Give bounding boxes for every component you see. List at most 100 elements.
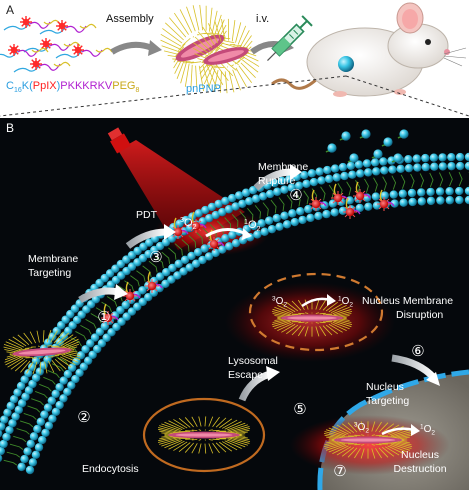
singlet-oxygen-cytoplasm: 1O2 xyxy=(338,296,353,309)
released-fragment xyxy=(397,129,409,139)
process-arrows xyxy=(78,164,440,402)
ppix-particle xyxy=(145,271,163,293)
tumor-site xyxy=(338,56,354,72)
formula-c-sub: 16 xyxy=(14,87,22,94)
nucleus-membrane-label: Disruption xyxy=(396,309,443,321)
singlet-oxygen-pdt: 1O2 xyxy=(244,218,261,233)
step-4-label: Membrane xyxy=(258,161,308,173)
monomer xyxy=(13,58,71,73)
nucleus-membrane-label: Nucleus Membrane xyxy=(362,295,453,307)
arrow-step-1 xyxy=(78,287,119,304)
disk-approaching xyxy=(3,330,81,374)
nanoparticle-disk xyxy=(192,18,260,94)
monomer-formula: C16K(PpIX)PKKKRKVPEG8 xyxy=(6,80,139,94)
formula-peg-sub: 8 xyxy=(135,87,139,94)
arrow-step-3 xyxy=(125,228,167,249)
formula-peptide: PKKKRKV xyxy=(60,80,113,92)
ppix-particle xyxy=(123,281,141,303)
panel-a-letter: A xyxy=(6,3,14,17)
triplet-oxygen-nucleus: 3O2 xyxy=(354,422,369,435)
disk-in-lysosome xyxy=(158,416,251,454)
formula-ppix: PpIX xyxy=(33,80,58,92)
step-6-label: Nucleus xyxy=(366,381,404,393)
disk-escaping xyxy=(271,299,353,337)
syringe-icon xyxy=(267,15,313,61)
lysosome-escape-ring xyxy=(248,272,384,352)
step-1-label: Targeting xyxy=(28,267,71,279)
ppix-particle xyxy=(207,229,225,251)
released-fragment xyxy=(339,131,351,141)
panel-b-letter: B xyxy=(6,121,14,135)
assembly-arrowhead xyxy=(148,40,162,56)
monomer-molecules xyxy=(0,16,113,73)
arrow-step-6 xyxy=(391,354,437,381)
step-1-number: ① xyxy=(97,309,110,326)
ppix-particle xyxy=(353,181,371,203)
ppix-particle xyxy=(343,197,361,219)
released-fragment xyxy=(381,137,393,147)
oxygen-labels: 3O2 1O2 3O2 1O2 3O2 1O2 xyxy=(180,216,435,436)
monomer xyxy=(55,44,113,59)
step-1-label: Membrane xyxy=(28,253,78,265)
laser-emitter-icon xyxy=(107,127,131,154)
mouse-illustration xyxy=(271,2,467,97)
nanoparticle-disks xyxy=(160,4,260,94)
monomer xyxy=(39,20,97,35)
mouse-head xyxy=(387,23,449,69)
cytoplasm-ros-glow xyxy=(225,282,395,362)
mouse-ear-inner xyxy=(402,9,418,29)
step-3-label: PDT xyxy=(136,209,158,221)
ppix-particle xyxy=(189,211,207,233)
arrow-step-5 xyxy=(238,370,272,402)
step-3-number: ③ xyxy=(149,249,162,266)
monomer xyxy=(3,16,61,31)
step-2-label: Endocytosis xyxy=(82,463,139,475)
step-5-label: Lysosomal xyxy=(228,355,278,367)
ppix-particle xyxy=(331,183,349,205)
step-5-label: Escape xyxy=(228,369,263,381)
ppix-particle xyxy=(171,217,189,239)
formula-c: C xyxy=(6,80,14,92)
released-fragment xyxy=(347,153,359,163)
mouse-tail xyxy=(271,76,320,90)
formula-close: ) xyxy=(57,80,61,92)
triplet-oxygen-pdt: 3O2 xyxy=(180,216,197,231)
step-7-label: Nucleus xyxy=(401,449,439,461)
step-4-label: Rupture xyxy=(258,175,296,187)
step-7-label: Destruction xyxy=(393,463,446,475)
nanoparticle-label: pnPNP xyxy=(186,83,221,95)
formula-peg: PEG xyxy=(112,80,135,92)
released-fragment xyxy=(359,129,371,139)
released-fragment xyxy=(391,153,403,163)
lysosome xyxy=(142,397,266,473)
released-fragment xyxy=(325,143,337,153)
ppix-particle xyxy=(101,303,119,325)
zoom-line-left xyxy=(0,75,347,117)
mouse-nose xyxy=(444,49,450,55)
step-2-number: ② xyxy=(77,409,90,426)
mouse-eye xyxy=(425,39,431,45)
step-7-number: ⑦ xyxy=(333,463,346,480)
step-6-number: ⑥ xyxy=(411,343,424,360)
assembly-arrow xyxy=(110,41,154,55)
released-fragment xyxy=(371,149,383,159)
step-6-label: Targeting xyxy=(366,395,409,407)
nanoparticle-disks-panel-b xyxy=(3,299,413,459)
step-5-number: ⑤ xyxy=(293,401,306,418)
ppix-particle xyxy=(309,189,327,211)
step-4-number: ④ xyxy=(289,187,302,204)
arrow-step-4 xyxy=(253,168,293,191)
anchored-nanoparticles xyxy=(101,181,395,325)
triplet-oxygen-cytoplasm: 3O2 xyxy=(272,296,287,309)
released-fragments xyxy=(325,129,409,163)
iv-label: i.v. xyxy=(256,13,269,25)
assembly-label: Assembly xyxy=(106,13,154,25)
ppix-particle xyxy=(377,189,395,211)
formula-k: K( xyxy=(22,80,33,92)
singlet-oxygen-nucleus: 1O2 xyxy=(420,424,435,437)
monomer xyxy=(0,44,49,58)
disk-in-nucleus xyxy=(323,421,413,459)
